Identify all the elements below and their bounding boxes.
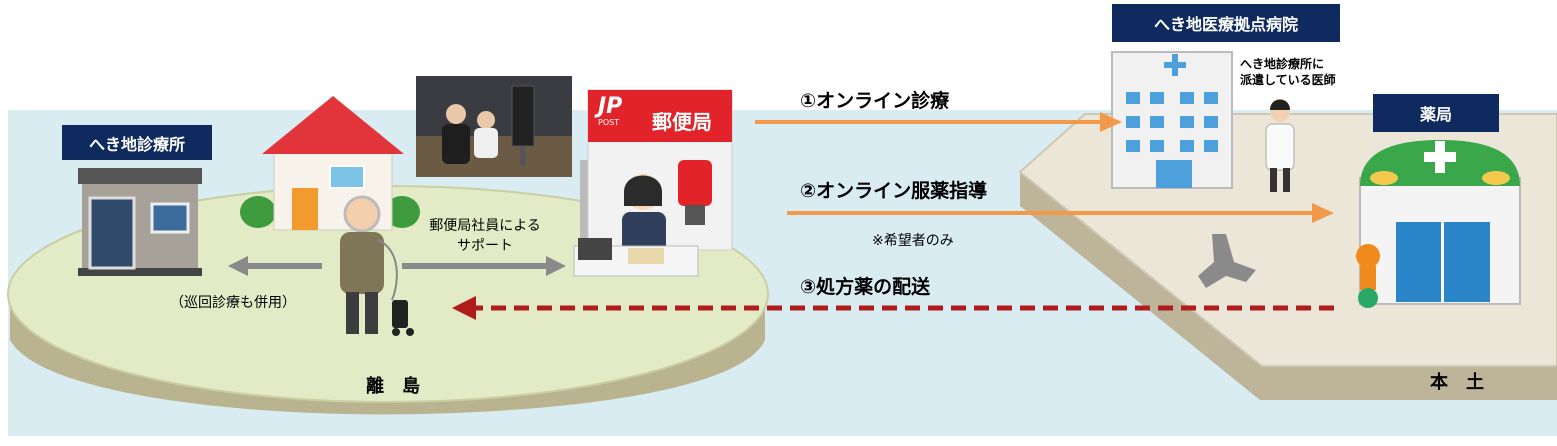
- arrow-to-clinic: [228, 256, 322, 276]
- medication-note: ※希望者のみ: [872, 233, 954, 249]
- doctor-note: へき地診療所に 派遣している医師: [1240, 56, 1336, 88]
- pharmacy-mascot: [1356, 244, 1380, 308]
- elder-patient: [340, 195, 414, 336]
- support-line-1: 郵便局社員による: [429, 218, 541, 234]
- doctor-note-line-2: 派遣している医師: [1240, 73, 1336, 87]
- pharmacy-building: [1359, 140, 1521, 305]
- flow-online-care: ①オンライン診療: [800, 90, 950, 112]
- jp-logo-text: JP: [598, 94, 623, 119]
- post-office-sign: 郵便局: [652, 110, 712, 134]
- hospital-building: [1111, 51, 1233, 189]
- mainland-label: 本 土: [1430, 372, 1484, 393]
- island-label: 離 島: [366, 376, 420, 397]
- flow-delivery: ③処方薬の配送: [800, 276, 931, 298]
- arrow-to-post-office: [402, 256, 566, 276]
- pharmacy-label: 薬局: [1373, 94, 1499, 132]
- doctor-note-line-1: へき地診療所に: [1240, 57, 1325, 71]
- flow-online-medication: ②オンライン服薬指導: [800, 180, 988, 202]
- hospital-label: へき地医療拠点病院: [1112, 4, 1340, 42]
- support-text: 郵便局社員による サポート: [420, 216, 550, 256]
- arrow-delivery: [452, 296, 1334, 320]
- tetrapod: [1198, 234, 1256, 288]
- video-consultation-photo: [416, 76, 572, 177]
- patrol-note: （巡回診療も併用）: [170, 295, 296, 311]
- clinic-label: へき地診療所: [62, 125, 212, 160]
- clinic-building: [78, 168, 202, 276]
- arrow-online-care: [755, 112, 1122, 132]
- arrow-online-medication: [787, 203, 1334, 223]
- doctor: [1265, 99, 1295, 192]
- jp-post-logo: JP POST: [598, 96, 622, 128]
- postal-clerk: [573, 174, 699, 277]
- jp-post-text: POST: [598, 118, 620, 127]
- house: [240, 96, 420, 231]
- support-line-2: サポート: [457, 238, 513, 254]
